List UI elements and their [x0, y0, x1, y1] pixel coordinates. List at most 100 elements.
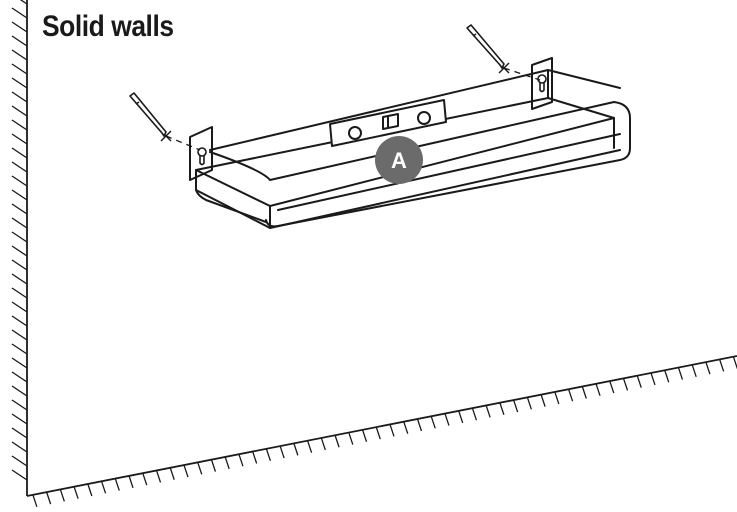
hatch-mark [11, 203, 28, 215]
hatch-mark [650, 372, 656, 386]
hatch-mark [581, 386, 587, 399]
hatch-mark [11, 329, 28, 341]
hatch-mark [11, 91, 28, 103]
hatch-mark [11, 441, 28, 453]
hatch-mark [11, 231, 28, 243]
hatch-mark [238, 454, 244, 467]
hatch-mark [11, 385, 28, 397]
hatch-mark [375, 426, 381, 440]
hatch-mark [11, 175, 28, 187]
spirit-level-icon [329, 99, 447, 147]
callout-label: A [391, 148, 407, 173]
hatch-mark [128, 475, 134, 489]
hatch-mark [11, 287, 28, 299]
hatch-mark [210, 459, 217, 472]
hatch-mark [622, 378, 629, 391]
hatch-mark [389, 424, 395, 437]
hatch-mark [526, 397, 532, 410]
hatch-mark [11, 469, 28, 481]
hatch-mark [403, 421, 409, 434]
hatch-mark [11, 413, 28, 425]
hatch-mark [11, 217, 28, 229]
hatch-mark [11, 301, 28, 313]
hatch-mark [11, 343, 28, 355]
hatch-mark [32, 494, 38, 508]
hatch-mark [142, 472, 148, 486]
hatch-mark [100, 481, 107, 494]
hatch-mark [11, 133, 28, 145]
hatch-mark [19, 0, 28, 5]
page-title: Solid walls [42, 10, 174, 43]
hatch-mark [361, 429, 368, 443]
hatch-mark [306, 440, 313, 453]
hatch-mark [11, 119, 28, 131]
hatch-mark [691, 364, 697, 378]
hatch-mark [11, 399, 28, 411]
hatch-mark [430, 416, 436, 429]
hatch-mark [554, 391, 560, 405]
hatch-mark [499, 402, 505, 415]
hatch-mark [664, 370, 670, 383]
hatch-mark [169, 467, 175, 480]
hatch-mark [11, 259, 28, 271]
hatch-mark [11, 7, 28, 19]
hatch-mark [11, 427, 28, 439]
callout-circle-icon: A [375, 136, 423, 184]
hatch-mark [11, 77, 28, 89]
hatch-mark [183, 464, 189, 478]
hatch-mark [636, 375, 642, 388]
hatch-mark [59, 489, 65, 502]
hatch-mark [87, 483, 93, 497]
hatch-mark [444, 413, 450, 426]
hatch-mark [595, 383, 601, 396]
hatch-mark [609, 380, 615, 394]
shelf-inner-rail [277, 133, 621, 211]
hatch-mark [732, 356, 737, 369]
pencil-icon [129, 24, 505, 137]
hatch-mark [224, 456, 230, 470]
hatch-mark [11, 189, 28, 201]
hatch-mark [265, 448, 272, 462]
shelf-side-left [195, 189, 267, 223]
keyhole-slot-icon [197, 74, 547, 166]
hatch-mark [11, 35, 28, 47]
wall-and-floor-hatching [11, 0, 737, 508]
hatch-mark [252, 451, 258, 464]
hatch-mark [567, 389, 574, 402]
hatch-mark [11, 49, 28, 61]
hatch-mark [11, 63, 28, 75]
hatch-mark [11, 315, 28, 327]
hatch-mark [334, 435, 340, 448]
hatch-mark [11, 105, 28, 117]
hatch-mark [471, 407, 478, 421]
hatch-mark [11, 357, 28, 369]
hatch-mark [11, 273, 28, 285]
hatch-mark [11, 161, 28, 173]
hatch-mark [458, 410, 464, 424]
right-bracket-plate [531, 57, 553, 110]
hatch-mark [46, 491, 52, 505]
hatch-mark [11, 245, 28, 257]
shelf-right-end [547, 69, 615, 149]
hatch-mark [719, 359, 725, 372]
hatch-mark [11, 21, 28, 33]
left-bracket-plate [189, 126, 213, 181]
hatch-mark [513, 399, 519, 413]
hatch-mark [348, 432, 354, 445]
hatch-mark [114, 478, 120, 491]
hatch-mark [11, 371, 28, 383]
hatch-mark [540, 394, 546, 407]
hatch-mark [279, 445, 285, 459]
hatch-mark [416, 418, 423, 432]
hatch-mark [197, 462, 203, 475]
hatch-mark [11, 147, 28, 159]
hatch-mark [320, 437, 326, 451]
hatch-mark [677, 367, 684, 380]
hatch-mark [485, 405, 491, 418]
hatch-mark [293, 443, 299, 456]
hatch-mark [11, 455, 28, 467]
hatch-mark [155, 470, 162, 483]
floor-line [26, 355, 737, 497]
hatch-mark [73, 486, 79, 499]
